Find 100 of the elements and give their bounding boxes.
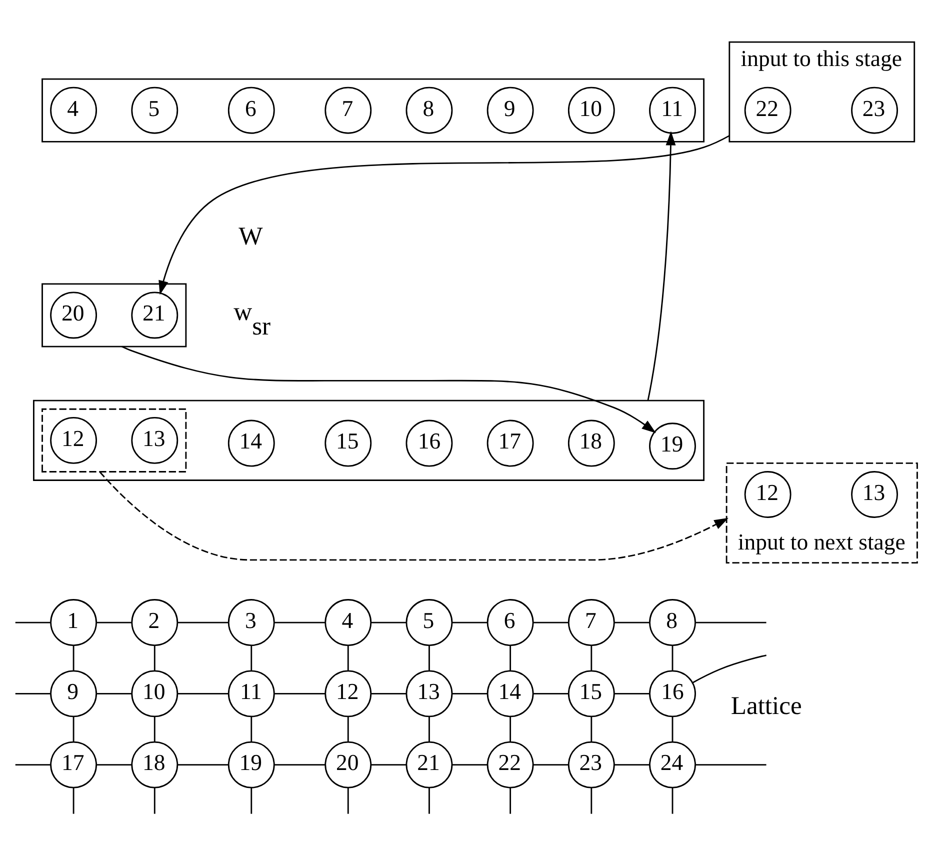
connector [96, 764, 132, 766]
connector [15, 692, 51, 694]
node-circle: 22 [486, 741, 534, 788]
connector [510, 788, 512, 814]
cluster [42, 78, 705, 142]
connector [695, 622, 766, 624]
node-circle: 6 [486, 599, 534, 646]
arrow [158, 135, 730, 295]
connector [154, 646, 156, 671]
node-circle: 7 [568, 599, 615, 646]
arrow [121, 346, 656, 434]
node-circle: 4 [50, 86, 98, 134]
connector [672, 646, 674, 671]
node-circle: 19 [649, 422, 696, 470]
node-circle: 12 [324, 670, 372, 718]
node-circle: 16 [649, 670, 696, 718]
node-circle: 4 [324, 599, 372, 646]
connector [250, 646, 252, 671]
connector [510, 716, 512, 742]
node-circle: 5 [406, 599, 453, 646]
connector [178, 764, 228, 766]
node-circle: 17 [486, 420, 534, 467]
node-circle: 20 [50, 292, 98, 339]
node-circle: 21 [131, 292, 178, 339]
connector [452, 764, 488, 766]
node-circle: 23 [851, 86, 898, 134]
connector [72, 716, 74, 742]
label: Lattice [730, 691, 802, 720]
cluster [33, 400, 705, 481]
node-circle: 19 [228, 741, 275, 788]
connector [72, 788, 74, 814]
connector [533, 692, 569, 694]
node-circle: 10 [131, 670, 178, 718]
connector [590, 788, 592, 814]
connector [15, 764, 51, 766]
connector [672, 788, 674, 814]
arrow [647, 131, 676, 401]
node-circle: 10 [568, 86, 615, 134]
node-circle: 13 [131, 416, 178, 464]
connector [614, 622, 650, 624]
connector [347, 646, 349, 671]
node-circle: 1 [50, 599, 98, 646]
node-circle: 8 [406, 86, 453, 134]
connector [274, 692, 326, 694]
node-circle: 24 [649, 741, 696, 788]
node-circle: 20 [324, 741, 372, 788]
connector [96, 692, 132, 694]
node-circle: 18 [131, 741, 178, 788]
connector [250, 788, 252, 814]
node-circle: 21 [406, 741, 453, 788]
node-circle: 11 [649, 86, 696, 134]
connector [178, 622, 228, 624]
node-circle: 15 [568, 670, 615, 718]
connector [96, 622, 132, 624]
connector [695, 764, 766, 766]
connector [178, 692, 228, 694]
node-circle: 6 [228, 86, 275, 134]
node-circle: 2 [131, 599, 178, 646]
connector [428, 716, 430, 742]
cluster [42, 283, 187, 348]
arrow [99, 471, 728, 561]
connector [428, 788, 430, 814]
connector [72, 646, 74, 671]
connector [428, 646, 430, 671]
node-circle: 9 [50, 670, 98, 718]
node-circle: 17 [50, 741, 98, 788]
connector [370, 622, 406, 624]
connector [154, 716, 156, 742]
node-circle: 12 [744, 471, 792, 518]
node-circle: 7 [324, 86, 372, 134]
connector [510, 646, 512, 671]
connector [533, 764, 569, 766]
node-circle: 13 [851, 471, 898, 518]
connector [590, 646, 592, 671]
node-circle: 22 [744, 86, 792, 134]
node-circle: 16 [406, 420, 453, 467]
connector [533, 622, 569, 624]
node-circle: 14 [228, 420, 275, 467]
node-circle: 12 [50, 416, 98, 464]
node-circle: 18 [568, 420, 615, 467]
node-circle: 14 [486, 670, 534, 718]
connector [692, 654, 766, 684]
connector [672, 716, 674, 742]
connector [590, 716, 592, 742]
connector [274, 622, 326, 624]
connector [250, 716, 252, 742]
node-circle: 15 [324, 420, 372, 467]
node-circle: 3 [228, 599, 275, 646]
connector [15, 622, 51, 624]
cluster [42, 408, 187, 472]
connector [274, 764, 326, 766]
connector [347, 788, 349, 814]
connector [370, 692, 406, 694]
connector [452, 622, 488, 624]
connector [452, 692, 488, 694]
label: W [238, 222, 263, 251]
node-circle: 23 [568, 741, 615, 788]
connector [614, 692, 650, 694]
node-circle: 5 [131, 86, 178, 134]
connector [370, 764, 406, 766]
